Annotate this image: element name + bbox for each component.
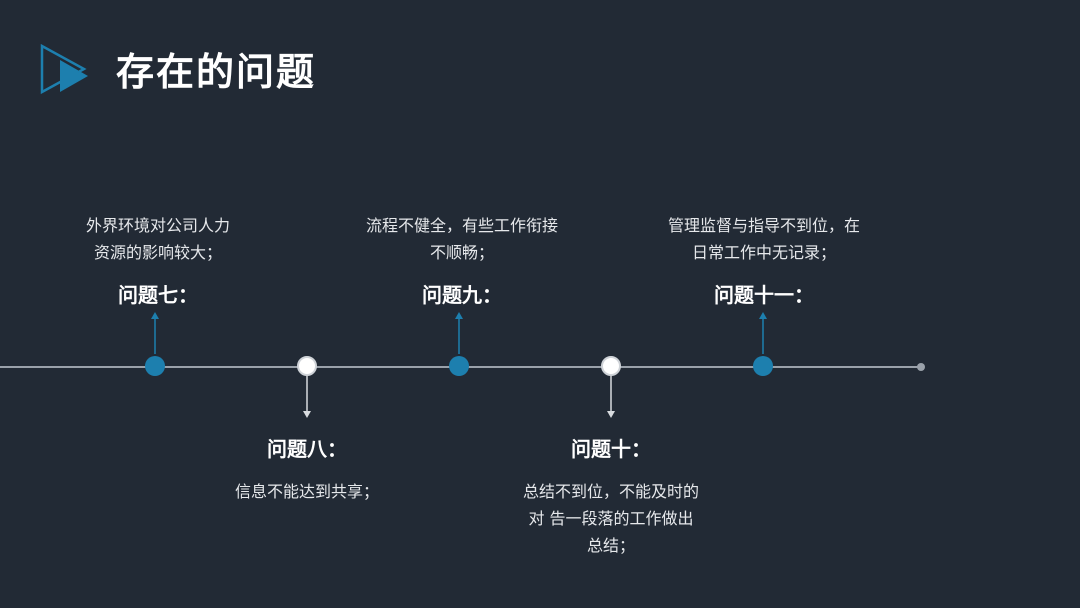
item-description: 外界环境对公司人力 资源的影响较大； [85, 216, 230, 262]
play-triangle-icon [40, 44, 88, 95]
item-heading: 问题七： [118, 283, 198, 307]
arrow-up-icon [151, 312, 159, 354]
timeline-dot-10 [601, 356, 621, 376]
arrow-down-icon [607, 376, 615, 418]
timeline-dot-11 [753, 356, 773, 376]
item-heading: 问题九： [422, 283, 502, 307]
item-description: 总结不到位，不能及时的 对 告一段落的工作做出 总结； [522, 482, 699, 555]
arrow-up-icon [455, 312, 463, 354]
timeline-dot-7 [145, 356, 165, 376]
timeline-end-dot [917, 363, 925, 371]
timeline-item-9: 流程不健全，有些工作衔接 不顺畅； 问题九： [342, 212, 582, 308]
item-heading: 问题十一： [714, 283, 814, 307]
item-description: 流程不健全，有些工作衔接 不顺畅； [365, 216, 558, 262]
item-description: 信息不能达到共享； [234, 482, 379, 501]
timeline-dot-8 [297, 356, 317, 376]
timeline-item-10: 问题十： 总结不到位，不能及时的 对 告一段落的工作做出 总结； [491, 436, 731, 559]
timeline-item-8: 问题八： 信息不能达到共享； [187, 436, 427, 505]
arrow-down-icon [303, 376, 311, 418]
item-heading: 问题八： [267, 437, 347, 461]
page-title: 存在的问题 [116, 50, 317, 94]
item-heading: 问题十： [571, 437, 651, 461]
timeline-item-7: 外界环境对公司人力 资源的影响较大； 问题七： [38, 212, 278, 308]
arrow-up-icon [759, 312, 767, 354]
timeline-item-11: 管理监督与指导不到位，在 日常工作中无记录； 问题十一： [644, 212, 884, 308]
item-description: 管理监督与指导不到位，在 日常工作中无记录； [667, 216, 860, 262]
timeline-dot-9 [449, 356, 469, 376]
